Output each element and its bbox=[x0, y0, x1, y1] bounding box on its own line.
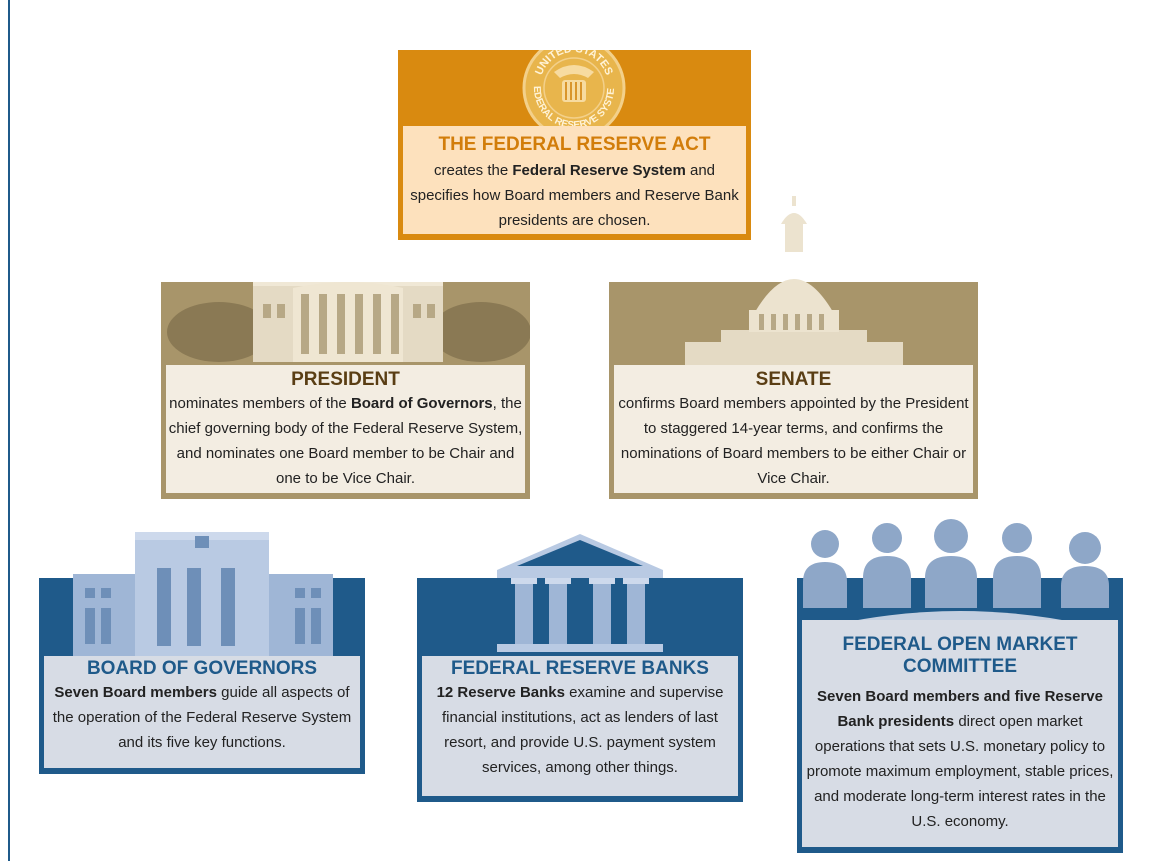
committee-people-icon bbox=[803, 519, 1109, 624]
president-title: PRESIDENT bbox=[291, 369, 400, 390]
federal-reserve-banks-title: FEDERAL RESERVE BANKS bbox=[451, 658, 709, 679]
bank-building-icon bbox=[497, 534, 663, 652]
senate-box: SENATE confirms Board members appointed … bbox=[609, 196, 978, 499]
federal-reserve-banks-text: 12 Reserve Banks examine and supervise f… bbox=[436, 684, 724, 776]
white-house-icon bbox=[167, 282, 530, 362]
capitol-building-icon bbox=[685, 196, 903, 366]
left-border-line bbox=[8, 0, 10, 861]
senate-panel: SENATE confirms Board members appointed … bbox=[614, 365, 973, 493]
federal-reserve-act-box: UNITED STATES FEDERAL RESERVE SYSTEM THE… bbox=[398, 50, 751, 240]
board-building-icon bbox=[73, 532, 333, 656]
federal-reserve-banks-box: FEDERAL RESERVE BANKS 12 Reserve Banks e… bbox=[417, 534, 743, 802]
federal-reserve-banks-panel: FEDERAL RESERVE BANKS 12 Reserve Banks e… bbox=[422, 656, 738, 796]
president-box: PRESIDENT nominates members of the Board… bbox=[161, 282, 530, 499]
board-of-governors-title: BOARD OF GOVERNORS bbox=[86, 658, 318, 679]
president-panel: PRESIDENT nominates members of the Board… bbox=[166, 365, 525, 493]
federal-reserve-act-title: THE FEDERAL RESERVE ACT bbox=[438, 134, 711, 155]
federal-reserve-seal-icon: UNITED STATES FEDERAL RESERVE SYSTEM bbox=[398, 50, 626, 130]
federal-reserve-act-panel: THE FEDERAL RESERVE ACT creates the Fede… bbox=[403, 126, 746, 234]
federal-reserve-act-text: creates the Federal Reserve System and s… bbox=[410, 162, 739, 229]
board-of-governors-panel: BOARD OF GOVERNORS Seven Board members g… bbox=[44, 656, 360, 768]
board-of-governors-text: Seven Board members guide all aspects of… bbox=[52, 684, 352, 751]
president-text: nominates members of the Board of Govern… bbox=[168, 395, 523, 487]
board-of-governors-box: BOARD OF GOVERNORS Seven Board members g… bbox=[39, 532, 365, 774]
senate-title: SENATE bbox=[755, 369, 832, 390]
fomc-text: Seven Board members and five Reserve Ban… bbox=[806, 688, 1114, 830]
senate-text: confirms Board members appointed by the … bbox=[618, 395, 969, 487]
